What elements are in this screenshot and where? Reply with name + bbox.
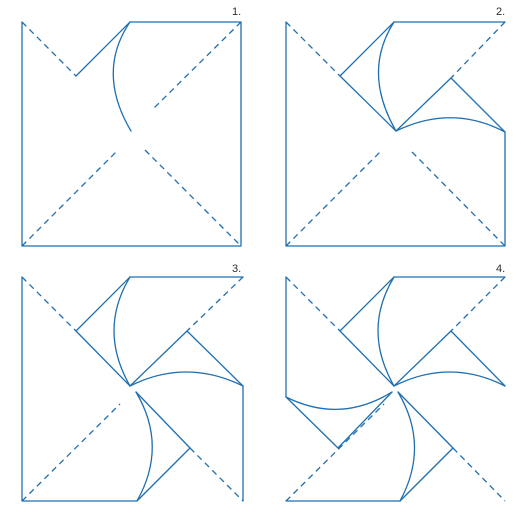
step-3-fold-line-bottom-left <box>21 403 121 502</box>
step-2-label: 2. <box>496 6 505 18</box>
step-4-flap-curve-2 <box>393 371 506 387</box>
step-4-flap-curve-3 <box>397 391 416 502</box>
step-3-fold-line-bottom-right <box>189 447 244 502</box>
step-2-fold-line-top-right <box>450 21 506 79</box>
step-2-outline <box>285 21 506 247</box>
step-3-flap-curve-3 <box>135 391 153 502</box>
step-4-flap-curve-1 <box>377 276 395 387</box>
step-1-outline <box>21 21 242 247</box>
step-4-fold-line-top-left <box>285 276 341 332</box>
step-1-fold-line-top-left <box>21 21 77 77</box>
step-3-label: 3. <box>232 263 241 275</box>
step-3-flap-curve-2 <box>129 371 244 387</box>
step-1-fold-line-bottom-left <box>21 149 119 247</box>
step-2-fold-line-bottom-left <box>285 151 381 247</box>
step-4-fold-line-bottom-right <box>452 447 506 502</box>
step-2-fold-line-bottom-right <box>411 151 506 247</box>
step-4-fold-line-top-right <box>450 276 506 332</box>
step-4-label: 4. <box>496 263 505 275</box>
step-1-fold-line-bottom-right <box>144 149 242 247</box>
step-1-flap-curve <box>112 21 132 132</box>
step-3-flap-curve-1 <box>113 276 131 387</box>
step-3-fold-line-top-left <box>21 276 77 332</box>
step-4-fold-line-bottom-left <box>285 403 385 502</box>
step-3-fold-line-top-right <box>186 276 244 332</box>
step-2-fold-line-top-left <box>285 21 341 77</box>
step-4-panel: 4. <box>285 263 506 502</box>
step-1-label: 1. <box>232 6 241 18</box>
step-2-flap-curve-2 <box>395 117 506 133</box>
step-1-panel: 1. <box>21 6 242 247</box>
step-2-panel: 2. <box>285 6 506 247</box>
step-4-flap-curve-4 <box>285 391 393 411</box>
step-3-outline <box>21 276 244 502</box>
step-1-fold-line-top-right <box>151 21 242 111</box>
step-2-flap-curve-1 <box>377 21 397 132</box>
step-3-panel: 3. <box>21 263 244 502</box>
